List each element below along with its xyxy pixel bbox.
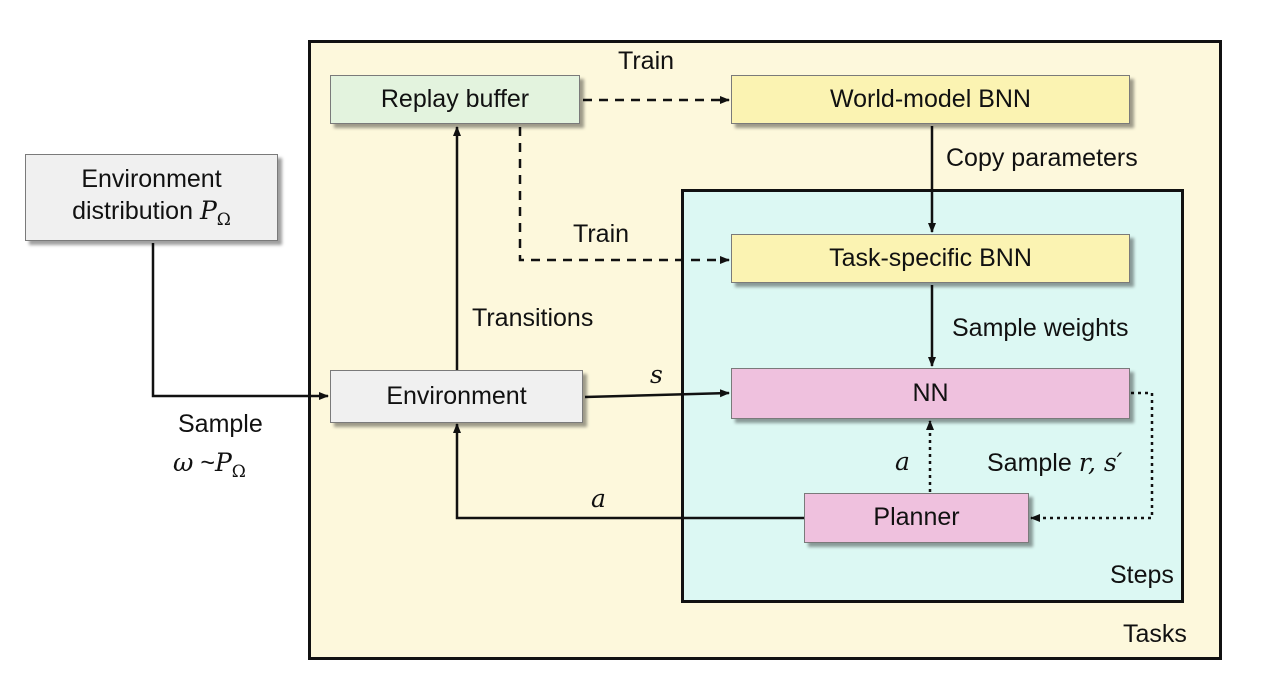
world-model-bnn-label: World-model BNN bbox=[830, 84, 1031, 113]
sample-reward-state-label: Sample r, s′ bbox=[987, 448, 1122, 478]
environment-distribution-box: Environment distribution PΩ bbox=[25, 154, 278, 241]
sample-rs-sep: , bbox=[1087, 448, 1104, 477]
environment-distribution-subscript: Ω bbox=[216, 210, 231, 230]
task-specific-bnn-label: Task-specific BNN bbox=[829, 243, 1032, 272]
transitions-label: Transitions bbox=[472, 304, 594, 332]
environment-distribution-line1: Environment bbox=[81, 164, 222, 193]
train-top-label: Train bbox=[618, 47, 675, 75]
sample-omega-subscript: Ω bbox=[231, 462, 246, 482]
environment-distribution-line2: distribution PΩ bbox=[72, 195, 231, 231]
environment-box: Environment bbox=[330, 370, 583, 423]
environment-distribution-word: distribution bbox=[72, 197, 193, 225]
train-mid-label: Train bbox=[573, 220, 630, 248]
sample-omega-omega: ω bbox=[173, 448, 194, 477]
tasks-label: Tasks bbox=[1123, 620, 1187, 648]
sample-rs-r: r bbox=[1078, 448, 1088, 477]
state-arrow bbox=[584, 389, 730, 399]
state-label: s bbox=[650, 360, 663, 389]
sample-rs-s: s′ bbox=[1103, 448, 1123, 477]
task-specific-bnn-box: Task-specific BNN bbox=[731, 234, 1130, 283]
sample-omega-line2: ω ~PΩ bbox=[173, 448, 246, 482]
action-left-label: a bbox=[591, 484, 606, 513]
sample-environment-arrow bbox=[151, 243, 329, 400]
replay-buffer-label: Replay buffer bbox=[380, 84, 530, 113]
world-model-bnn-box: World-model BNN bbox=[731, 75, 1130, 124]
steps-label: Steps bbox=[1110, 561, 1174, 589]
action-up-label: a bbox=[895, 447, 910, 476]
planner-label: Planner bbox=[873, 503, 960, 532]
action-to-environment-arrow bbox=[453, 423, 804, 520]
sample-weights-label: Sample weights bbox=[952, 314, 1129, 342]
nn-box: NN bbox=[731, 368, 1130, 419]
environment-distribution-symbol: P bbox=[199, 196, 217, 225]
sample-omega-P: P bbox=[214, 448, 232, 477]
sample-omega-tilde: ~ bbox=[193, 449, 215, 477]
environment-label: Environment bbox=[386, 381, 527, 410]
replay-buffer-box: Replay buffer bbox=[330, 75, 580, 124]
nn-label: NN bbox=[912, 378, 949, 407]
copy-parameters-label: Copy parameters bbox=[946, 144, 1138, 172]
sample-rs-word: Sample bbox=[987, 449, 1072, 477]
train-task-bnn-arrow bbox=[518, 127, 730, 264]
planner-box: Planner bbox=[804, 493, 1029, 543]
sample-omega-line1: Sample bbox=[178, 410, 263, 438]
